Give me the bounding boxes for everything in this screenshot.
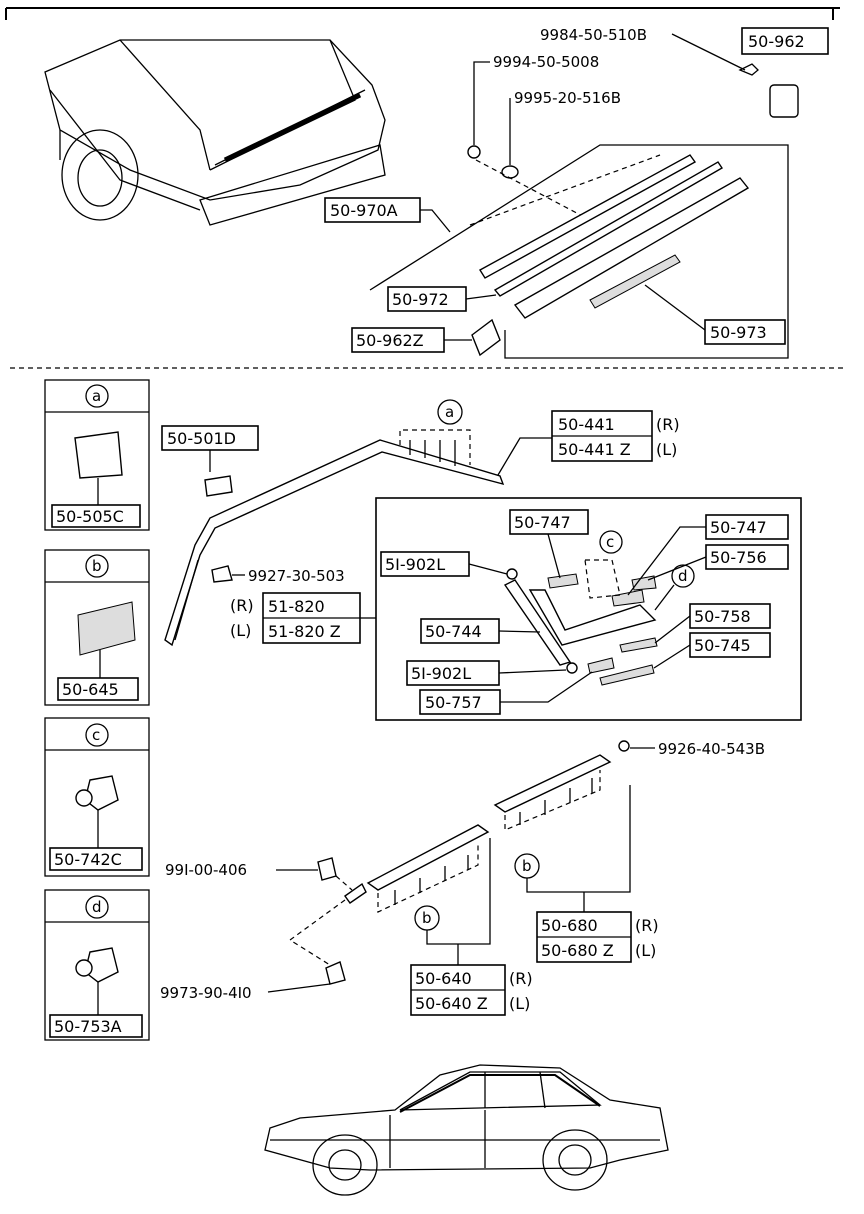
- roof-moulding: a 50-501D 50-441 50-441 Z (R) (L) 9927-3…: [161, 399, 680, 647]
- label-50-742C: 50-742C: [54, 850, 122, 869]
- label-51-820Z: 51-820 Z: [268, 622, 341, 641]
- label-9926-40-543B: 9926-40-543B: [658, 740, 765, 758]
- moulding-50-680: [493, 754, 612, 813]
- label-50-747a: 50-747: [514, 513, 571, 532]
- rear-garnish-parts: [369, 63, 799, 359]
- label-50-962Z: 50-962Z: [356, 331, 424, 350]
- label-9994-50-5008: 9994-50-5008: [493, 53, 599, 71]
- label-51-820-l: (L): [230, 621, 251, 640]
- label-9984-50-510B: 9984-50-510B: [540, 26, 647, 44]
- belt-mouldings: 9926-40-543B b 50-680 50-680 Z (R) (L) b…: [160, 740, 765, 1016]
- legend-d: d 50-753A: [44, 889, 150, 1041]
- callout-c: c: [606, 533, 614, 551]
- weatherstrip-50-744: [503, 579, 572, 666]
- label-50-745: 50-745: [694, 636, 751, 655]
- label-50-962: 50-962: [748, 32, 805, 51]
- washer-9995: [501, 165, 519, 179]
- label-50-441Z: 50-441 Z: [558, 440, 631, 459]
- legend-a-letter: a: [92, 387, 101, 405]
- strip-50-973: [589, 254, 681, 309]
- legend-c-letter: c: [92, 726, 100, 744]
- label-50-441-l: (L): [656, 440, 677, 459]
- label-50-973: 50-973: [710, 323, 767, 342]
- label-50-501D: 50-501D: [167, 429, 236, 448]
- label-50-505C: 50-505C: [56, 507, 124, 526]
- callout-d: d: [678, 567, 688, 585]
- strip-50-745: [599, 664, 655, 686]
- label-50-753A: 50-753A: [54, 1017, 122, 1036]
- label-50-680: 50-680: [541, 916, 598, 935]
- pad-50-747b: [611, 589, 645, 607]
- label-50-970A: 50-970A: [330, 201, 398, 220]
- label-50-758: 50-758: [694, 607, 751, 626]
- label-9991-00-406: 99I-00-406: [165, 861, 247, 879]
- pad-50-758: [619, 637, 658, 653]
- legend-b-letter: b: [92, 557, 102, 575]
- frame: [5, 7, 840, 20]
- moulding-50-640: [366, 824, 490, 891]
- glass-frame: [528, 589, 657, 646]
- label-50-680Z: 50-680 Z: [541, 941, 614, 960]
- label-51-820-r: (R): [230, 596, 254, 615]
- label-50-757: 50-757: [425, 693, 482, 712]
- label-51-902L-b: 5I-902L: [411, 664, 471, 683]
- bracket-front: [344, 882, 367, 904]
- label-51-902L-a: 5I-902L: [385, 555, 445, 574]
- callout-b-rear: b: [522, 857, 532, 875]
- quarter-window-detail: c d 50-747 50-747 50-756 5I-902L 50-758 …: [375, 497, 802, 721]
- label-50-640Z: 50-640 Z: [415, 994, 488, 1013]
- garnish-50-970A: [513, 177, 750, 319]
- callout-b-front: b: [422, 909, 432, 927]
- label-50-441: 50-441: [558, 415, 615, 434]
- label-51-820: 51-820: [268, 597, 325, 616]
- top-labels: 9984-50-510B 50-962 9994-50-5008 9995-20…: [324, 26, 829, 353]
- label-50-972: 50-972: [392, 290, 449, 309]
- label-50-680-r: (R): [635, 916, 659, 935]
- nut-9994: [467, 145, 481, 159]
- label-9995-20-516B: 9995-20-516B: [514, 89, 621, 107]
- clip-50-505C: [74, 431, 123, 479]
- label-9973-90-410: 9973-90-4I0: [160, 984, 252, 1002]
- clip-50-645: [77, 601, 136, 656]
- label-50-441-r: (R): [656, 415, 680, 434]
- label-50-640-l: (L): [509, 994, 530, 1013]
- label-50-645: 50-645: [62, 680, 119, 699]
- seal-strip: [493, 161, 723, 297]
- legend-c: c 50-742C: [44, 717, 150, 877]
- clip-50-962: [769, 84, 799, 118]
- sedan-illustration: [264, 1064, 669, 1196]
- legend-b: b 50-645: [44, 549, 150, 706]
- clip-51-902L-b: [566, 662, 578, 674]
- callout-a: a: [445, 403, 454, 421]
- clip-51-902L-a: [506, 568, 518, 580]
- piece-50-501D: [204, 475, 233, 497]
- label-50-756: 50-756: [710, 548, 767, 567]
- clip-50-962Z: [471, 318, 501, 357]
- screw-9991: [317, 857, 337, 881]
- pad-50-757: [587, 657, 615, 674]
- legend-d-letter: d: [92, 898, 102, 916]
- clip-9926: [618, 740, 630, 752]
- pad-50-747a: [547, 573, 579, 589]
- screw-9973: [325, 961, 346, 985]
- rear-car-illustration: [44, 39, 386, 226]
- label-50-640-r: (R): [509, 969, 533, 988]
- label-50-640: 50-640: [415, 969, 472, 988]
- screw-9927: [211, 565, 233, 583]
- label-50-747b: 50-747: [710, 518, 767, 537]
- legend-a: a 50-505C: [44, 379, 150, 531]
- label-50-744: 50-744: [425, 622, 482, 641]
- label-9927-30-503: 9927-30-503: [248, 567, 345, 585]
- garnish-base: [479, 154, 697, 279]
- label-50-680-l: (L): [635, 941, 656, 960]
